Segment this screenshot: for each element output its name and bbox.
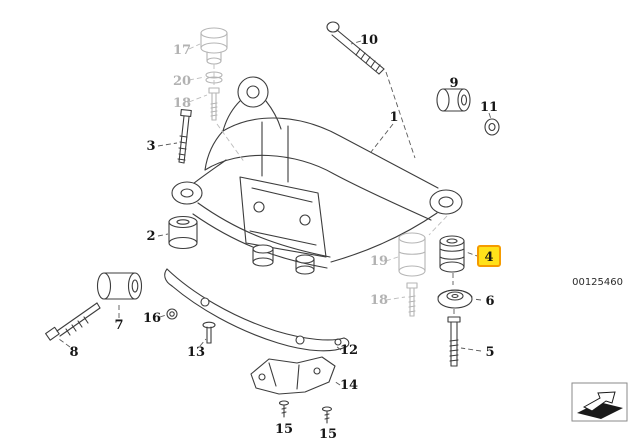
part-label-6[interactable]: 6 (485, 294, 494, 309)
highlight-box (477, 245, 501, 267)
part-12-bracket-drawing (164, 268, 350, 352)
part-label-1[interactable]: 1 (389, 110, 398, 125)
part-19-bushing-drawing (398, 232, 426, 277)
part-14-bracket-drawing (250, 356, 336, 395)
direction-indicator (571, 382, 628, 422)
part-label-18-lower[interactable]: 18 (370, 293, 388, 308)
direction-arrow-icon (582, 391, 616, 412)
part-label-19[interactable]: 19 (370, 254, 388, 269)
part-9-bushing-drawing (436, 88, 471, 112)
part-label-15-right[interactable]: 15 (319, 427, 337, 442)
part-label-18-upper[interactable]: 18 (173, 96, 191, 111)
part-16-nut-drawing (166, 308, 178, 320)
direction-arrow-shadow (577, 402, 623, 419)
part-4-bushing-drawing (439, 235, 465, 273)
part-label-2[interactable]: 2 (146, 229, 155, 244)
part-label-9[interactable]: 9 (449, 76, 458, 91)
part-label-11[interactable]: 11 (480, 100, 498, 115)
leader-lines (58, 40, 492, 386)
part-10-bolt-drawing (326, 21, 385, 75)
part-5-bolt-drawing (447, 316, 461, 367)
diagram-number: 00125460 (572, 277, 623, 288)
part-label-13[interactable]: 13 (187, 345, 205, 360)
part-label-14[interactable]: 14 (340, 378, 358, 393)
part-18-bolt-lower-drawing (406, 282, 418, 317)
part-label-16[interactable]: 16 (143, 311, 161, 326)
part-label-8[interactable]: 8 (69, 345, 78, 360)
part-8-bolt-drawing (45, 302, 101, 341)
part-6-mount-drawing (437, 289, 473, 309)
part-label-3[interactable]: 3 (146, 139, 155, 154)
part-label-12[interactable]: 12 (340, 343, 358, 358)
part-label-20[interactable]: 20 (173, 74, 191, 89)
part-label-5[interactable]: 5 (485, 345, 494, 360)
part-label-7[interactable]: 7 (114, 318, 123, 333)
part-13-bolt-drawing (202, 321, 216, 344)
part-11-bushing-drawing (484, 118, 500, 136)
part-label-4[interactable]: 4 (477, 245, 501, 267)
part-2-bushing-drawing (168, 215, 198, 250)
part-15-screws-drawing (278, 400, 333, 424)
part-3-bolt-drawing (177, 108, 192, 164)
part-label-17[interactable]: 17 (173, 43, 191, 58)
part-7-bushing-drawing (96, 272, 143, 300)
svg-text:4: 4 (484, 250, 493, 265)
part-labels: 17 20 18 3 2 10 9 11 1 19 4 18 6 5 7 8 1… (69, 33, 501, 442)
part-18-bolt-upper-drawing (208, 87, 220, 121)
part-17-damper-drawing (200, 27, 228, 65)
part-label-15-left[interactable]: 15 (275, 422, 293, 437)
part-1-subframe-drawing (171, 76, 463, 275)
part-label-10[interactable]: 10 (360, 33, 378, 48)
